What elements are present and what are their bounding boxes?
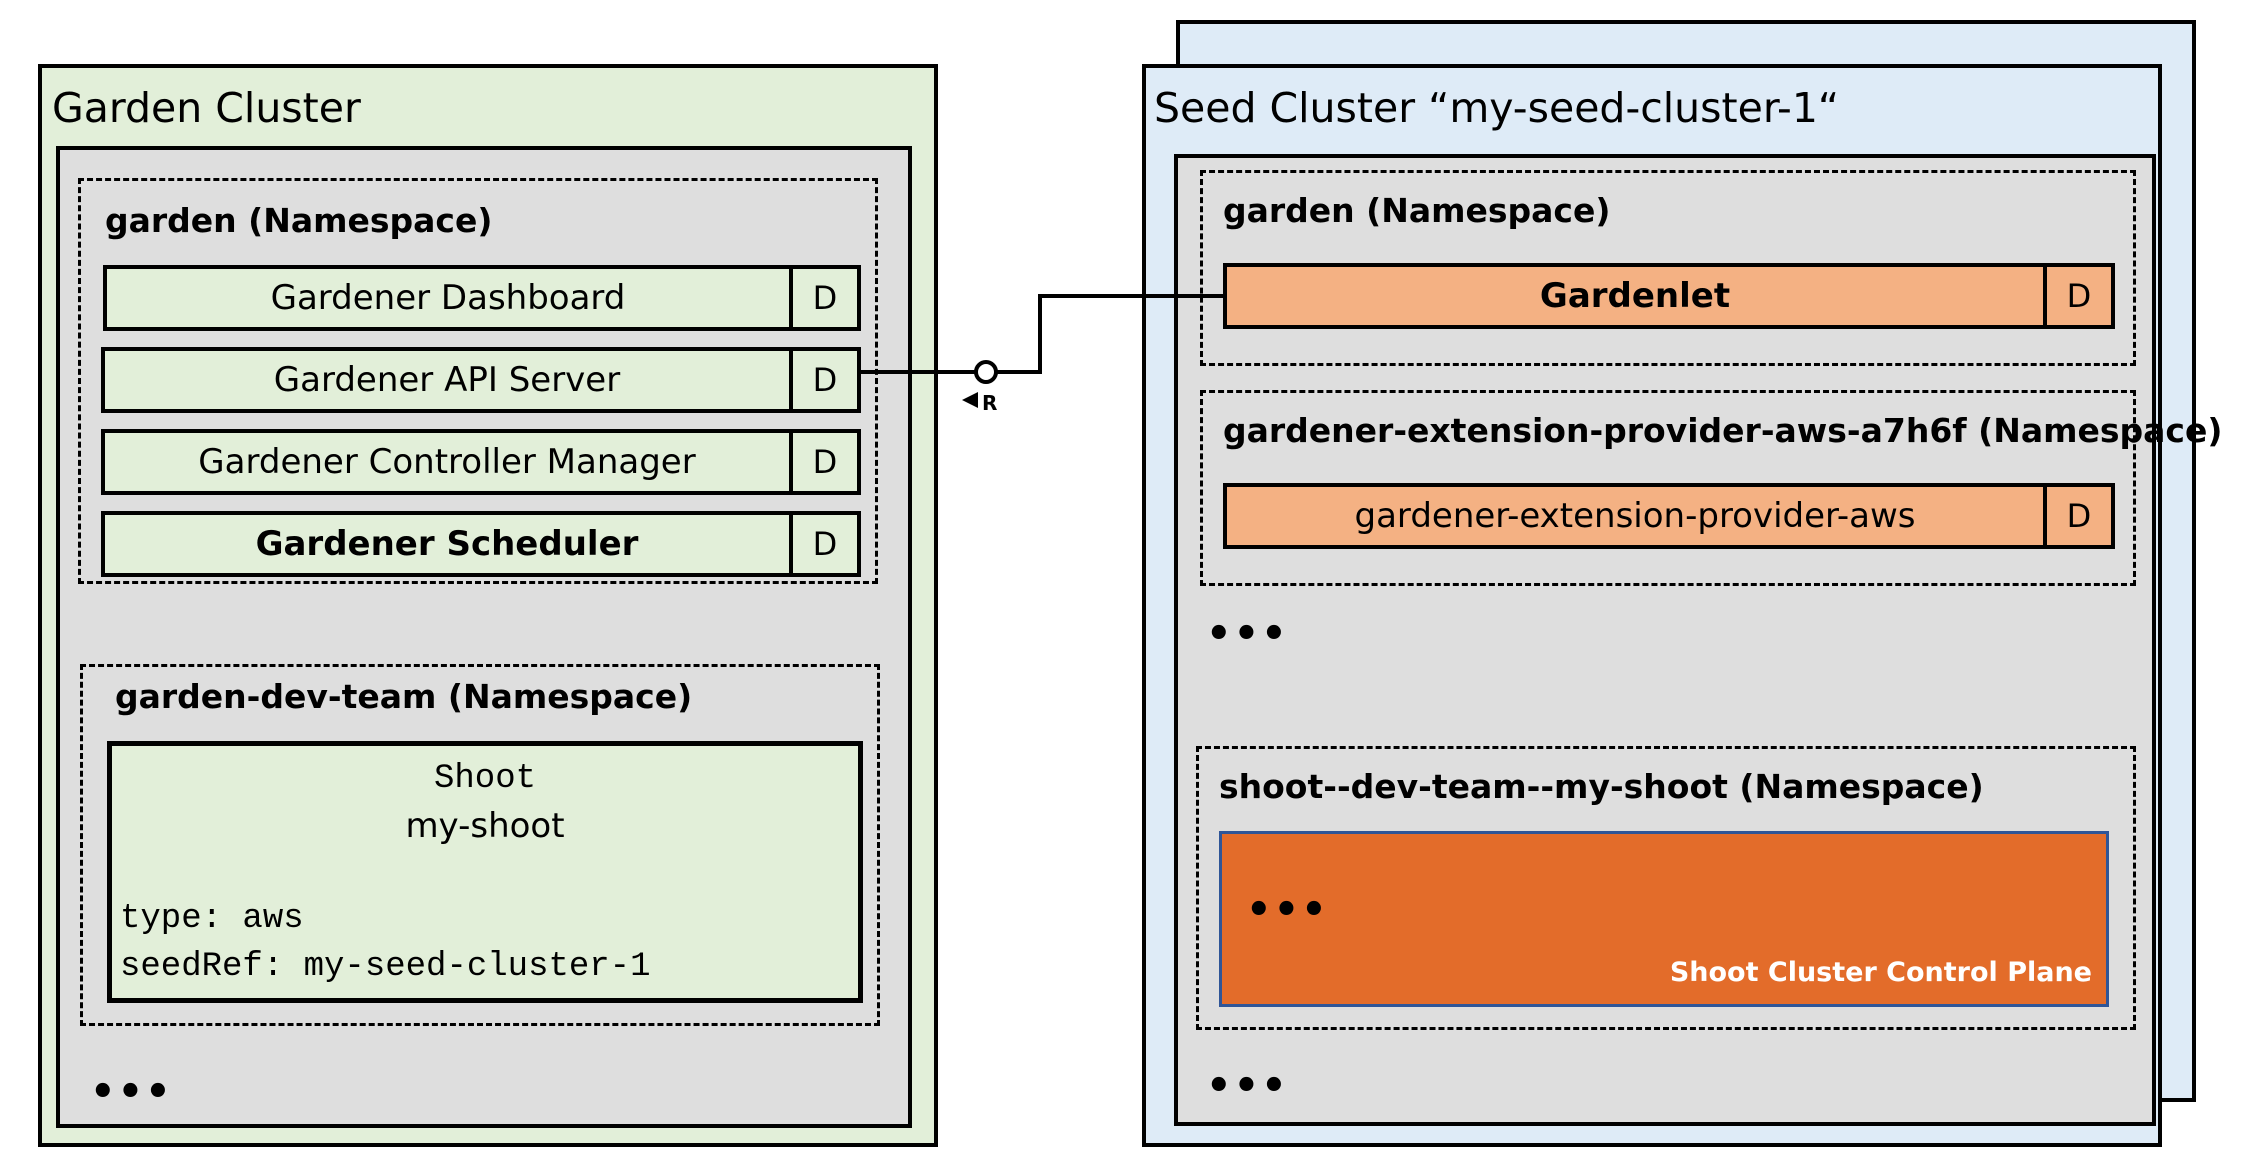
extension-provider-aws-namespace: gardener-extension-provider-aws-a7h6f (N… [1200, 390, 2222, 586]
seed-more-ellipsis-2: ••• [1206, 1063, 1289, 1109]
interface-circle-icon [974, 360, 998, 384]
control-plane-label: Shoot Cluster Control Plane [1669, 957, 2092, 988]
gardener-scheduler-deployment[interactable]: Gardener Scheduler D [101, 511, 861, 577]
garden-cluster: Garden Cluster garden (Namespace) Garden… [38, 64, 938, 1147]
gardener-dashboard-deployment[interactable]: Gardener Dashboard D [103, 265, 861, 331]
seed-garden-namespace: garden (Namespace) Gardenlet D [1200, 170, 2136, 366]
control-plane-ellipsis: ••• [1246, 887, 1329, 933]
shoot-control-plane-namespace: shoot--dev-team--my-shoot (Namespace) ••… [1196, 746, 2136, 1030]
deployment-name: Gardener Dashboard [107, 269, 793, 327]
garden-cluster-inner: garden (Namespace) Gardener Dashboard D … [56, 146, 912, 1128]
extension-namespace-label: gardener-extension-provider-aws-a7h6f (N… [1223, 411, 2223, 450]
deployment-name: Gardener Controller Manager [105, 433, 793, 491]
garden-cluster-title: Garden Cluster [52, 84, 361, 132]
deployment-badge: D [812, 279, 838, 317]
gardener-api-server-deployment[interactable]: Gardener API Server D [101, 347, 861, 413]
garden-dev-team-namespace: garden-dev-team (Namespace) Shoot my-sho… [80, 664, 880, 1026]
arrow-left-icon [962, 392, 978, 408]
garden-namespace-label: garden (Namespace) [105, 201, 493, 240]
deployment-name: Gardener Scheduler [105, 515, 793, 573]
deployment-badge: D [812, 525, 838, 563]
shoot-cluster-control-plane[interactable]: ••• Shoot Cluster Control Plane [1219, 831, 2109, 1007]
deployment-name: gardener-extension-provider-aws [1227, 487, 2047, 545]
deployment-name: Gardener API Server [105, 351, 793, 409]
shoot-type: type: aws [120, 900, 304, 938]
gardener-controller-manager-deployment[interactable]: Gardener Controller Manager D [101, 429, 861, 495]
shoot-seedref: seedRef: my-seed-cluster-1 [120, 948, 651, 986]
deployment-badge: D [812, 443, 838, 481]
shoot-kind: Shoot [433, 760, 537, 798]
deployment-badge: D [812, 361, 838, 399]
shoot-name: my-shoot [405, 806, 565, 846]
shoot-namespace-label: shoot--dev-team--my-shoot (Namespace) [1219, 767, 1984, 806]
deployment-name: Gardenlet [1227, 267, 2047, 325]
deployment-badge: D [2066, 277, 2092, 315]
garden-more-ellipsis: ••• [90, 1069, 173, 1115]
gardenlet-deployment[interactable]: Gardenlet D [1223, 263, 2115, 329]
garden-namespace: garden (Namespace) Gardener Dashboard D … [78, 178, 878, 584]
connector-label: R [982, 391, 997, 415]
seed-cluster: Seed Cluster “my-seed-cluster-1“ garden … [1142, 64, 2222, 1147]
seed-more-ellipsis-1: ••• [1206, 611, 1289, 657]
extension-provider-aws-deployment[interactable]: gardener-extension-provider-aws D [1223, 483, 2115, 549]
seed-cluster-inner: garden (Namespace) Gardenlet D gardener-… [1174, 154, 2222, 1126]
seed-garden-namespace-label: garden (Namespace) [1223, 191, 1611, 230]
seed-cluster-title: Seed Cluster “my-seed-cluster-1“ [1154, 84, 1840, 132]
shoot-resource[interactable]: Shoot my-shoot type: aws seedRef: my-see… [107, 741, 863, 1003]
connector-line [858, 294, 1226, 374]
deployment-badge: D [2066, 497, 2092, 535]
garden-dev-team-namespace-label: garden-dev-team (Namespace) [115, 677, 693, 716]
